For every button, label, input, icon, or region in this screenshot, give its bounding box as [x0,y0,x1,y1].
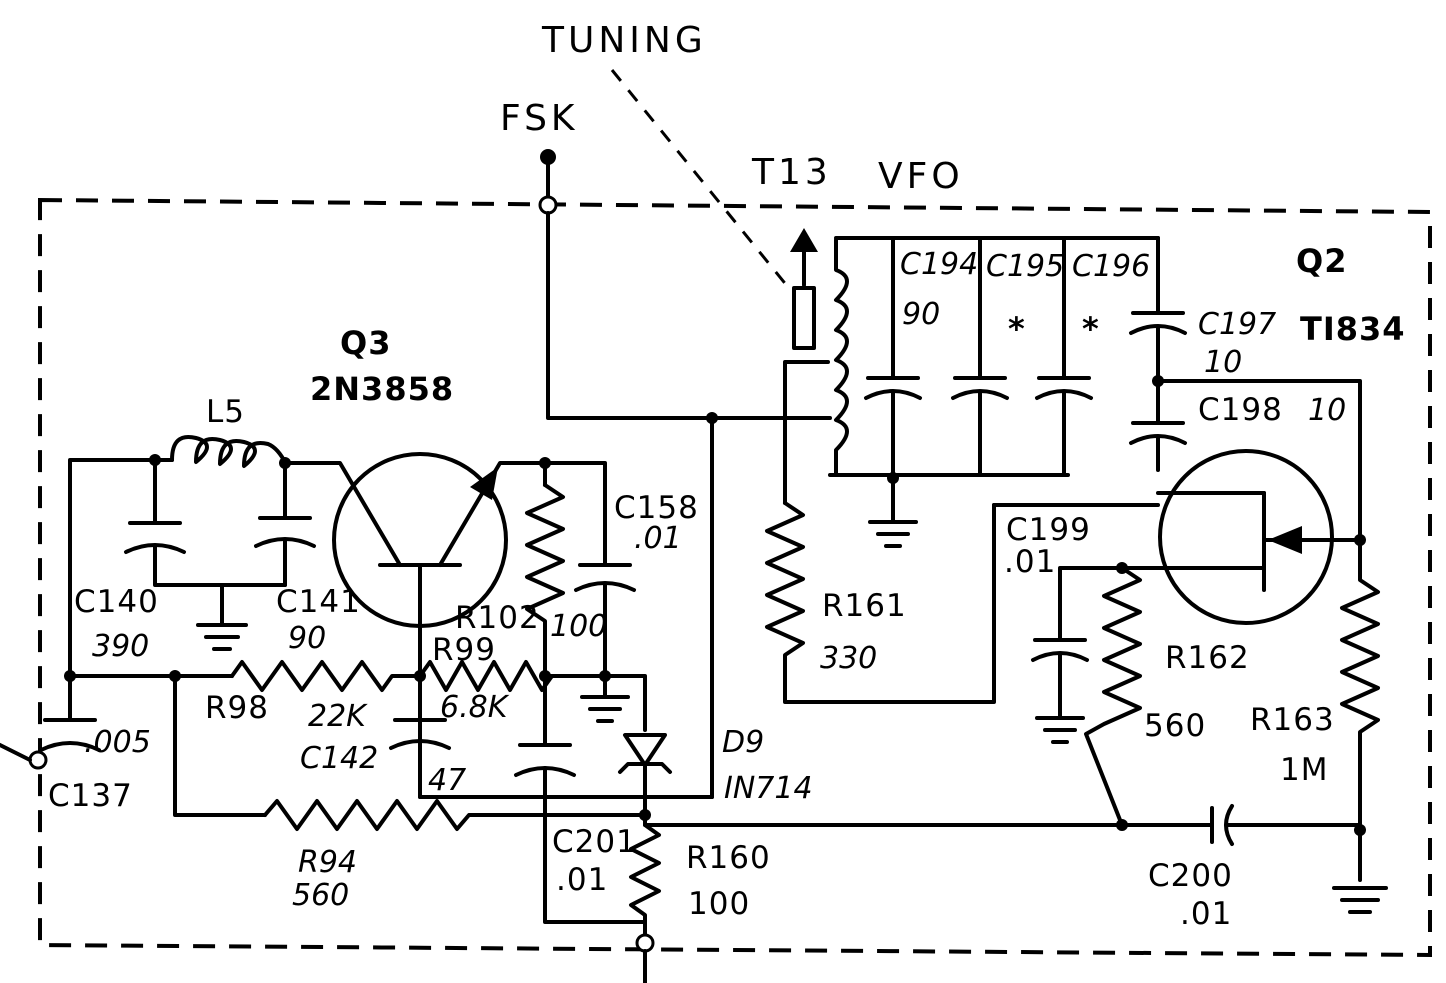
r163-resistor [1340,538,1380,882]
fsk-connector [538,195,558,215]
c201-label: C201 [552,824,637,860]
c158-top-wire [543,461,607,567]
r98-label: R98 [205,690,269,726]
r161-label: R161 [822,588,907,624]
r102-label: R102 [455,600,540,636]
c200-value: .01 [1180,896,1232,932]
c198-label: C198 [1198,392,1283,428]
c137-label: C137 [48,778,133,814]
d9-diode-body [623,733,667,767]
r94-resistor [263,799,647,831]
r160-resistor [629,813,661,937]
c140-value: 390 [92,629,149,664]
l5-label: L5 [206,394,245,430]
c199-loop-wire [783,503,996,704]
tuning-label: TUNING [541,20,707,61]
junction-dot [706,412,718,424]
c142-curved-plate [389,739,451,750]
c201-value: .01 [556,862,608,898]
c194-value: 90 [902,297,940,332]
c195-label: C195 [986,249,1064,284]
c158-label: C158 [614,490,699,526]
q3-label: Q3 [340,324,391,362]
c199-label: C199 [1006,512,1091,548]
c200-label: C200 [1148,858,1233,894]
r102-resistor [525,483,565,678]
t13-primary-coil [834,238,849,477]
r161-resistor [765,501,805,677]
c195-value: * [1008,310,1026,348]
q2-source-wire [1058,566,1266,642]
c141-value: 90 [288,621,326,656]
fsk-wire [546,211,832,420]
l5-inductor [170,435,288,468]
c194-label: C194 [900,247,978,282]
c201-bottom-wire [543,766,647,924]
c198-value: 10 [1308,393,1346,428]
c142-value: 47 [428,763,466,798]
c142-bottom-wire [418,743,714,799]
q3-emitter-arrow-icon [470,467,498,500]
r99-label: R99 [432,632,496,668]
r160-value: 100 [688,886,750,922]
tuning-slug [792,286,816,350]
tuning-arrow-icon [790,228,818,252]
d9-part-label: IN714 [724,771,813,806]
l5-left-wire [68,458,174,678]
fsk-label: FSK [500,98,579,139]
c158-value: .01 [634,521,682,556]
r160-label: R160 [686,840,771,876]
t13-secondary [783,360,830,505]
c141-label: C141 [276,584,361,620]
r162-value: 560 [1144,708,1206,744]
c140-label: C140 [74,584,159,620]
q3-part-label: 2N3858 [310,370,454,408]
vfo-label: VFO [878,156,964,197]
r94-value: 560 [292,878,349,913]
q2-part-label: TI834 [1300,310,1406,348]
module-boundary [38,197,1432,958]
r102-value: 100 [550,609,607,644]
c137-value: .005 [84,725,151,760]
c196-value: * [1082,310,1100,348]
r162-resistor [1084,566,1142,827]
q2-label: Q2 [1296,242,1347,280]
c137-curved-plate [39,741,101,752]
output-connector [635,933,655,953]
r163-value: 1M [1280,752,1328,788]
c142-label: C142 [300,741,378,776]
d9-label: D9 [722,725,764,760]
tuning-line [610,69,794,293]
r94-left-wire [173,674,267,817]
c197-value: 10 [1204,345,1242,380]
r98-value: 22K [308,699,368,734]
r161-value: 330 [820,641,877,676]
q2-source-feedback [1156,379,1362,542]
c140-bottom-wire [153,544,287,587]
q2-gate-arrow-icon [1268,526,1302,554]
junction-dot [599,670,611,682]
q2-fet-envelope [1158,449,1334,625]
input-connector [28,750,48,770]
c196-label: C196 [1072,249,1150,284]
r163-label: R163 [1250,702,1335,738]
junction-dot [887,472,899,484]
q3-emitter-lead [438,461,547,567]
input-lead [0,743,32,762]
c199-value: .01 [1004,544,1056,580]
c197-label: C197 [1198,307,1276,342]
r98-resistor [230,660,422,692]
r94-label: R94 [298,845,357,880]
fsk-terminal [540,149,556,165]
r99-value: 6.8K [440,690,510,725]
r99-right-wire [543,674,647,732]
q3-collector-lead [283,461,402,567]
r162-label: R162 [1165,640,1250,676]
t13-label: T13 [751,152,832,193]
